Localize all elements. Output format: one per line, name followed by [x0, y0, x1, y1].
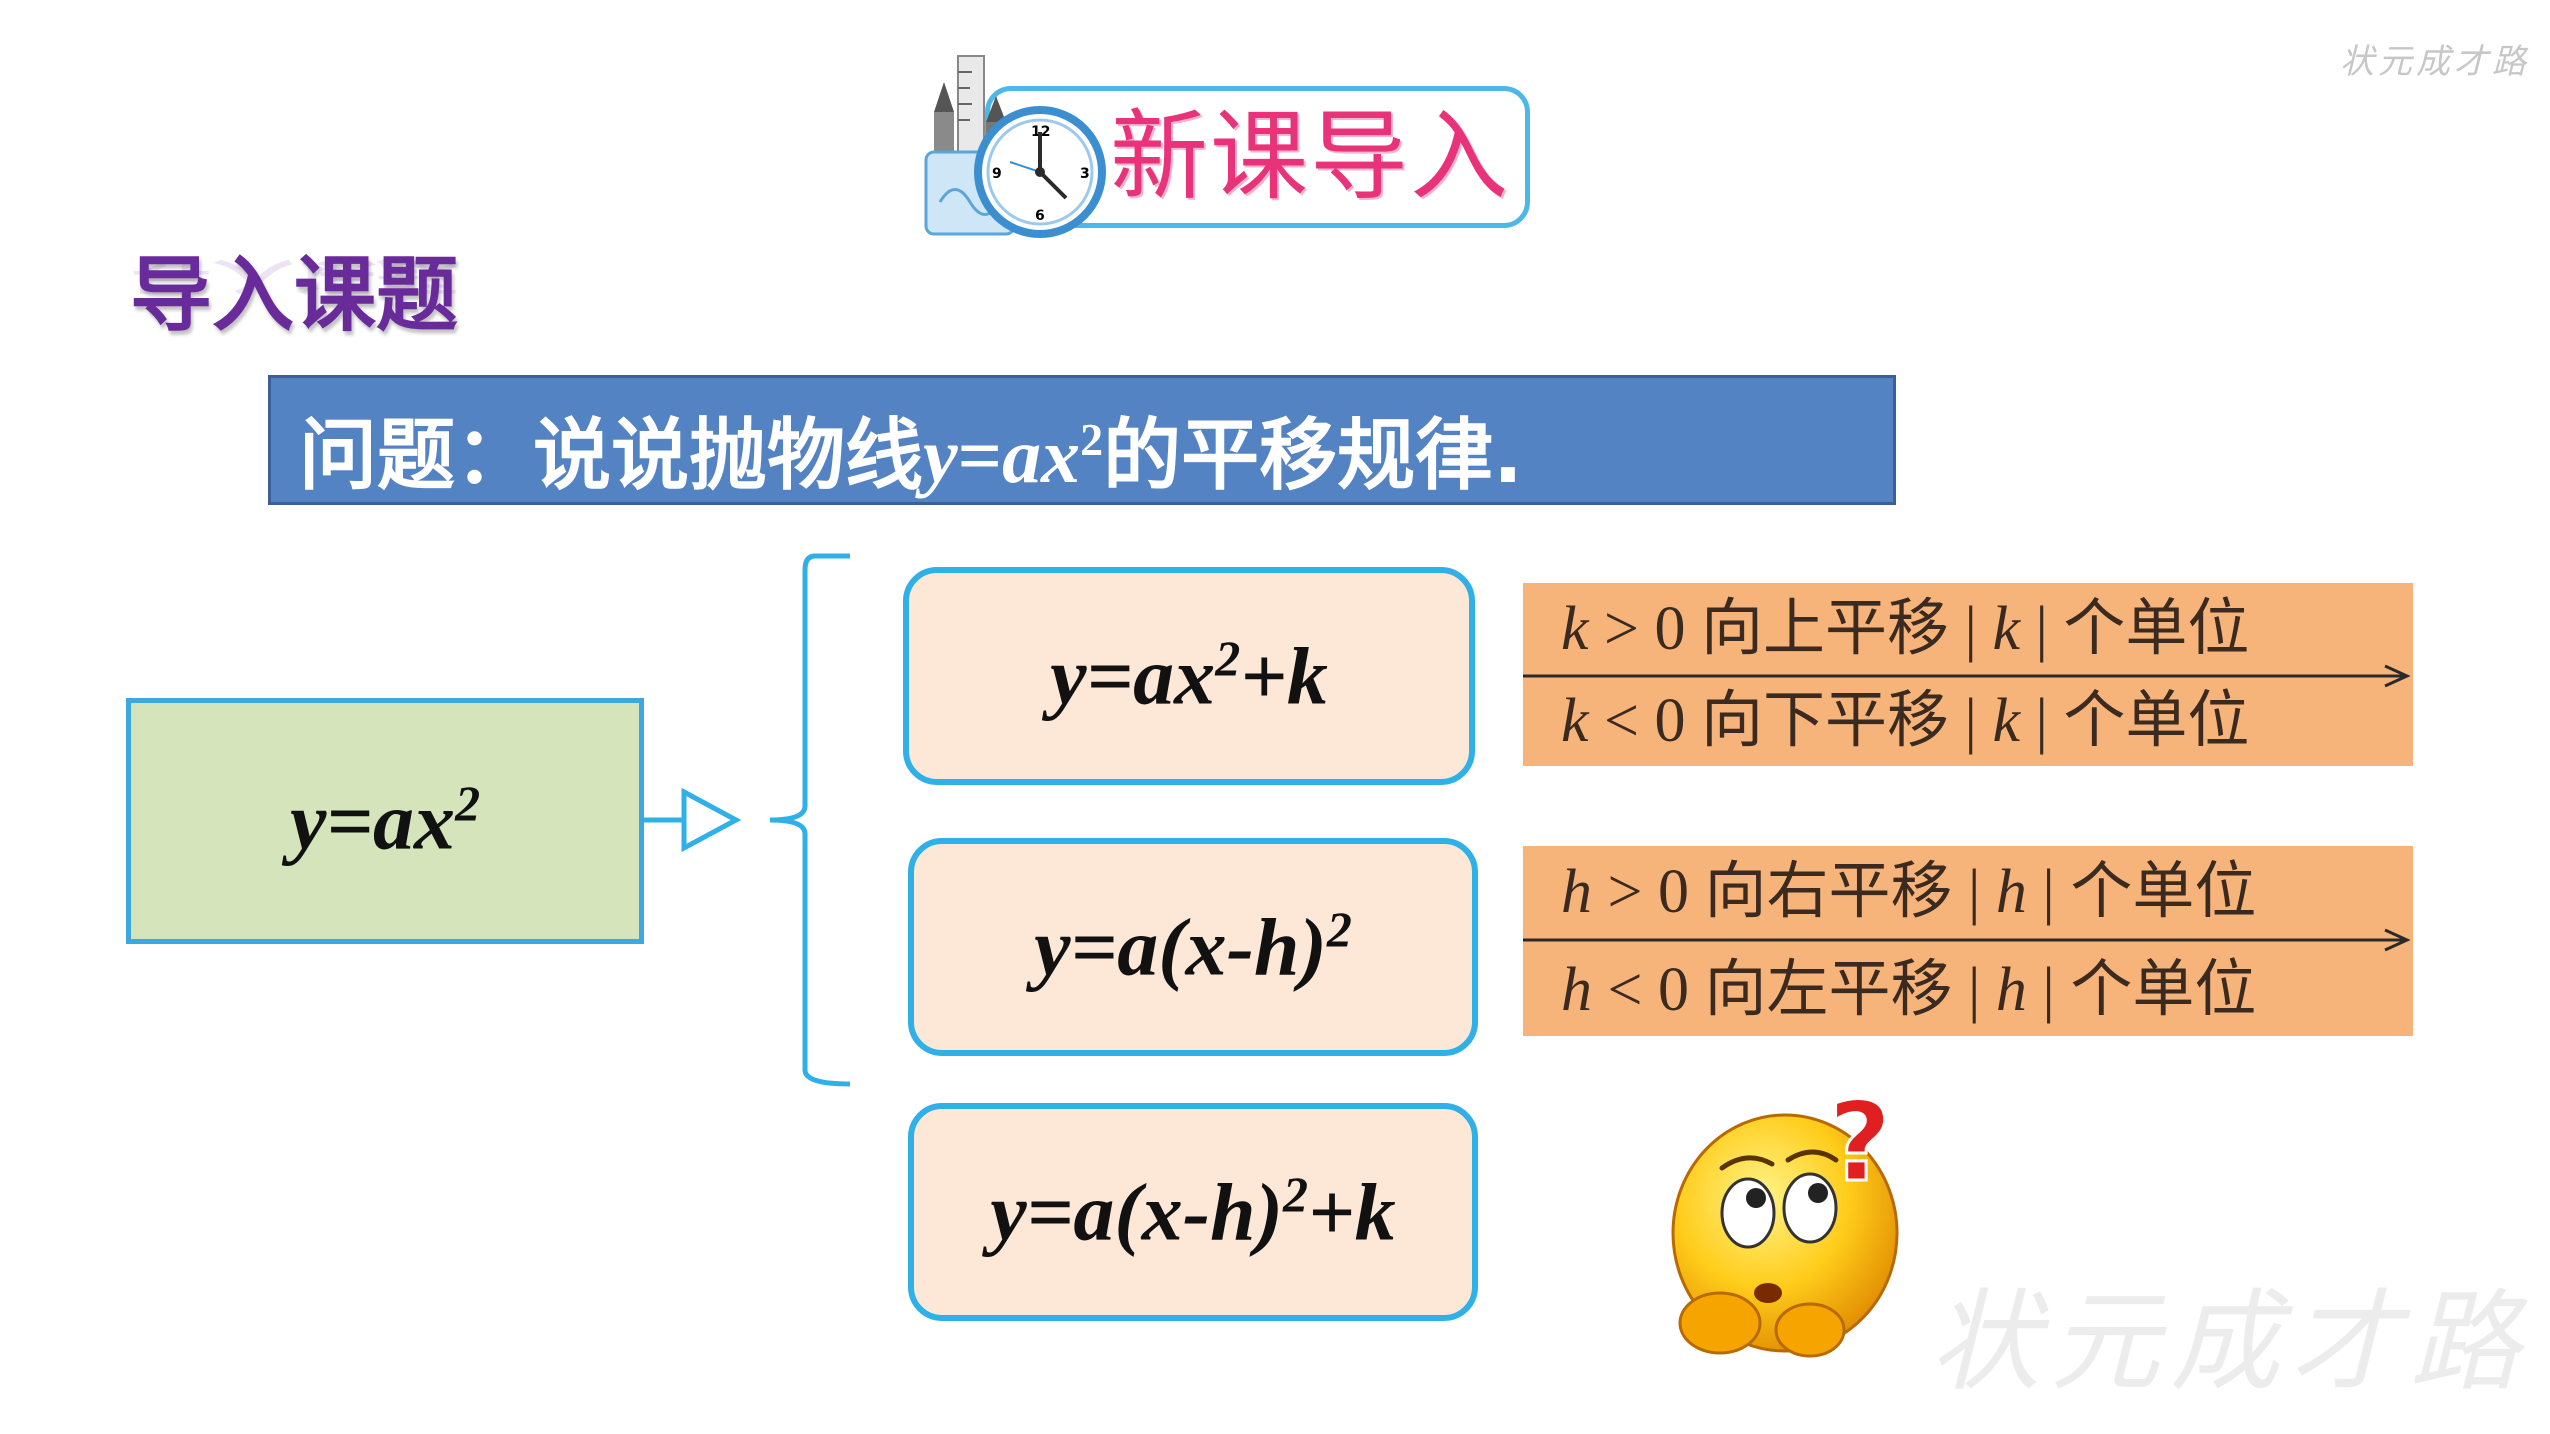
- rule-direction: 向左平移: [1704, 952, 1953, 1025]
- formula-main: y=ax: [1050, 630, 1216, 722]
- formula-box-vertical-shift: y=ax2+k: [903, 567, 1475, 785]
- rule-unit: 个单位: [2070, 952, 2257, 1025]
- formula-main: y=a(x-h): [990, 1166, 1283, 1258]
- base-formula-box: y=ax2: [126, 698, 644, 944]
- rule-relation: < 0: [1588, 687, 1701, 755]
- rule-direction: 向右平移: [1704, 854, 1953, 927]
- rule-abs-var: h: [1995, 858, 2027, 926]
- rule-arrow-h: [1523, 928, 2411, 952]
- rule-abs-var: k: [1992, 595, 2020, 663]
- clock-pencil-cup-icon: 12 3 6 9: [924, 55, 1106, 238]
- rule-abs-var: k: [1992, 687, 2020, 755]
- formula-combined-shift: y=a(x-h)2+k: [990, 1165, 1395, 1259]
- thinking-smiley-icon: ?: [1671, 1077, 1899, 1358]
- formula-vertical-shift: y=ax2+k: [1050, 629, 1328, 723]
- question-prefix: 问题：说说抛物线: [299, 411, 924, 501]
- formula-tail: +k: [1307, 1166, 1396, 1258]
- question-mark-icon: ?: [1828, 1078, 1892, 1206]
- svg-text:9: 9: [992, 166, 1002, 182]
- watermark-bottom: 状元成才路: [1930, 1278, 2530, 1406]
- question-var-ax: ax: [1002, 412, 1081, 499]
- formula-box-horizontal-shift: y=a(x-h)2: [908, 838, 1478, 1056]
- arrow-right-icon: [2384, 928, 2411, 952]
- rule-abs-bar: |: [2019, 595, 2064, 663]
- curly-brace-icon: [769, 553, 851, 1087]
- formula-tail: +k: [1240, 630, 1328, 722]
- triangle-arrow-icon: [681, 787, 742, 853]
- rule-h-positive: h > 0 向右平移 | h | 个单位: [1523, 846, 2413, 936]
- question-banner: 问题：说说抛物线y=ax2的平移规律.: [268, 375, 1896, 505]
- rule-arrow-k: [1523, 664, 2411, 688]
- question-eq: =: [957, 412, 1003, 499]
- rule-var: h: [1561, 858, 1592, 926]
- rule-direction: 向上平移: [1701, 591, 1950, 664]
- formula-box-combined-shift: y=a(x-h)2+k: [908, 1103, 1478, 1321]
- rule-relation: > 0: [1588, 595, 1701, 663]
- question-var-y: y: [923, 412, 958, 499]
- watermark-top: 状元成才路: [2340, 42, 2530, 82]
- base-formula-main: y=ax: [289, 775, 456, 867]
- rule-var: k: [1561, 595, 1589, 663]
- rule-abs-var: h: [1995, 956, 2027, 1024]
- arrow-right-icon: [2384, 664, 2411, 688]
- rule-abs-bar: |: [1952, 858, 1996, 926]
- section-heading-reflection: 导入课题: [130, 254, 459, 297]
- rule-abs-bar: |: [2026, 858, 2071, 926]
- rule-k-positive: k > 0 向上平移 | k | 个单位: [1523, 583, 2413, 673]
- rule-abs-bar: |: [1949, 595, 1993, 663]
- svg-text:3: 3: [1080, 166, 1090, 182]
- formula-exp: 2: [1215, 629, 1241, 686]
- question-suffix: 的平移规律.: [1103, 411, 1523, 501]
- formula-horizontal-shift: y=a(x-h)2: [1034, 900, 1352, 994]
- rule-abs-bar: |: [1952, 956, 1996, 1024]
- formula-exp: 2: [1282, 1165, 1308, 1222]
- rule-relation: > 0: [1592, 858, 1705, 926]
- rule-var: k: [1561, 687, 1589, 755]
- arrow-brace-connector: [644, 553, 851, 1087]
- formula-exp: 2: [1326, 900, 1352, 957]
- formula-main: y=a(x-h): [1034, 901, 1327, 993]
- rule-unit: 个单位: [2063, 591, 2250, 664]
- rule-unit: 个单位: [2063, 683, 2250, 756]
- svg-text:6: 6: [1035, 208, 1045, 224]
- question-exp: 2: [1080, 414, 1104, 465]
- rule-var: h: [1561, 956, 1592, 1024]
- base-formula-exp: 2: [455, 774, 481, 831]
- base-formula: y=ax2: [290, 774, 480, 868]
- rule-relation: < 0: [1592, 956, 1705, 1024]
- section-heading: 导入课题: [130, 248, 459, 343]
- rule-unit: 个单位: [2070, 854, 2257, 927]
- rule-k-negative: k < 0 向下平移 | k | 个单位: [1523, 675, 2413, 765]
- rule-h-negative: h < 0 向左平移 | h | 个单位: [1523, 944, 2413, 1034]
- rule-abs-bar: |: [1949, 687, 1993, 755]
- rule-abs-bar: |: [2019, 687, 2064, 755]
- header-title: 新课导入: [1110, 100, 1511, 214]
- rule-abs-bar: |: [2026, 956, 2071, 1024]
- rule-direction: 向下平移: [1701, 683, 1950, 756]
